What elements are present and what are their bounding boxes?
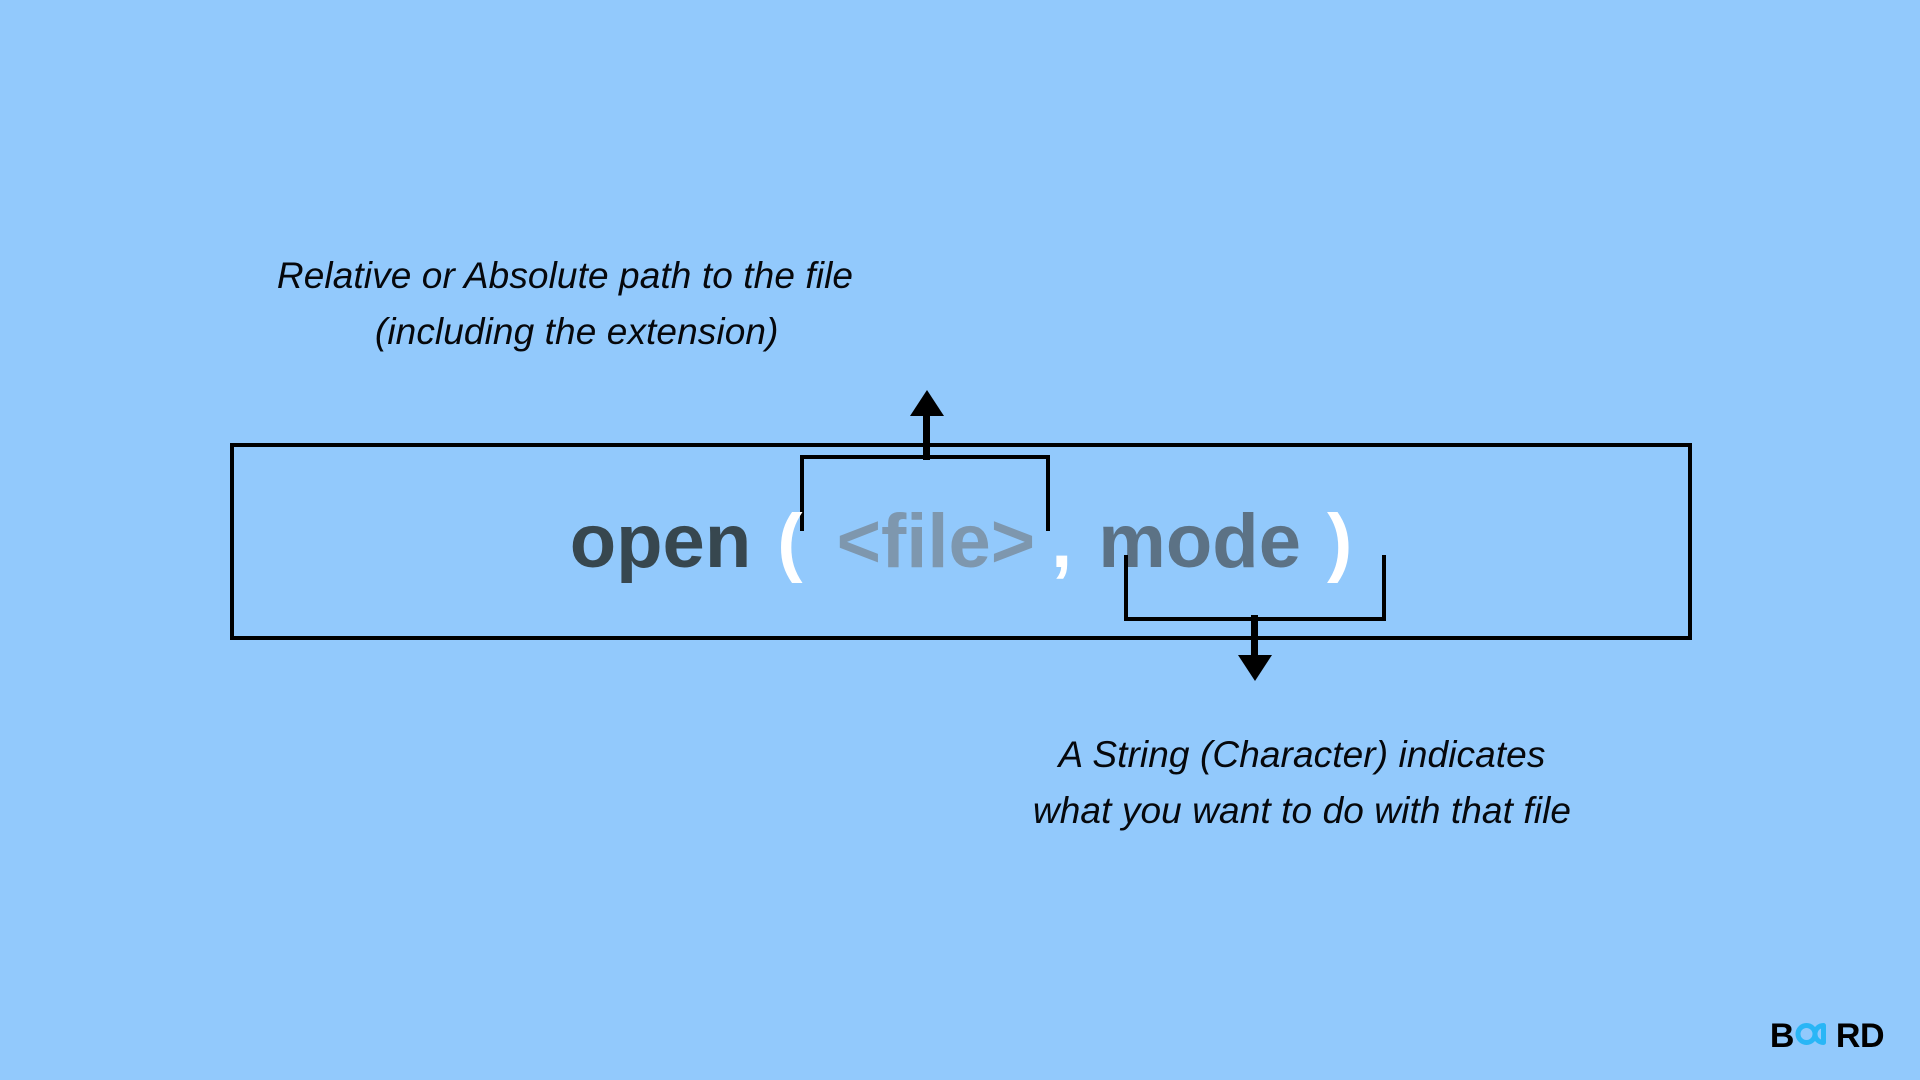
arrow-up-icon	[910, 390, 944, 416]
mode-annotation-text: A String (Character) indicates what you …	[1033, 727, 1571, 839]
board-logo: B RD	[1769, 1014, 1885, 1058]
file-annotation-line-1: Relative or Absolute path to the file	[276, 255, 854, 296]
board-logo-text-2: RD	[1835, 1017, 1885, 1055]
open-paren-token: (	[777, 499, 803, 584]
file-annotation-text: Relative or Absolute path to the file (i…	[277, 248, 853, 360]
mode-annotation-line-2: what you want to do with that file	[1032, 790, 1572, 831]
infinity-icon	[1795, 1017, 1835, 1056]
file-arrow-stem	[923, 408, 930, 460]
file-arg-token: <file>	[836, 499, 1036, 584]
close-paren-token: )	[1326, 499, 1353, 584]
signature-box	[230, 443, 1692, 640]
comma-token: ,	[1051, 499, 1073, 584]
mode-annotation-line-1: A String (Character) indicates	[1058, 734, 1546, 775]
mode-arrow-stem	[1251, 615, 1258, 667]
function-signature: open ( <file>, mode)	[230, 443, 1692, 640]
board-logo-text-1: B	[1769, 1017, 1795, 1055]
file-annotation-line-2: (including the extension)	[374, 311, 779, 352]
arrow-down-icon	[1238, 655, 1272, 681]
mode-bracket	[1124, 555, 1386, 621]
mode-arg-token: mode	[1098, 499, 1301, 584]
function-name-token: open	[569, 499, 752, 584]
